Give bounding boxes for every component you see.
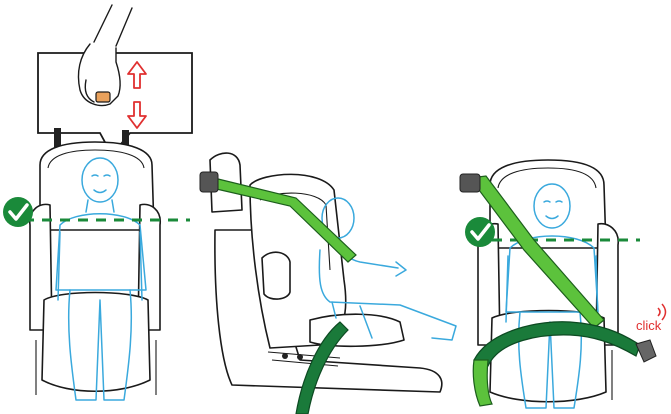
panel-headrest-adjust (3, 5, 192, 400)
panel-side-view (200, 153, 456, 414)
check-icon (465, 217, 495, 247)
click-label: click (636, 318, 662, 333)
check-icon (3, 197, 33, 227)
panel-belt-routing: click (460, 160, 666, 408)
buckle (636, 340, 656, 362)
